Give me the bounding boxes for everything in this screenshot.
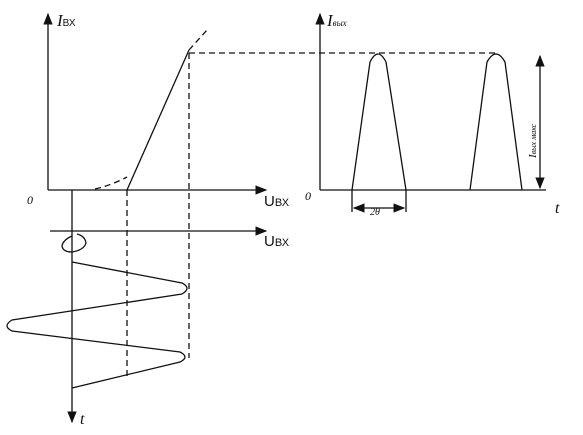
iout-label: Iвых [326, 11, 347, 30]
origin-label-left: 0 [27, 193, 33, 207]
characteristic-dashed-tail [188, 29, 208, 51]
output-pulse-1 [351, 53, 407, 191]
iin-label: IВХ [56, 11, 76, 30]
origin-label-right: 0 [305, 189, 311, 203]
uin-label-upper: UВХ [264, 193, 290, 210]
time-label-right: t [555, 200, 560, 217]
characteristic-linear-part [126, 49, 190, 191]
iout-max-label: Iвых макс [527, 123, 539, 159]
output-current-graph [315, 12, 546, 213]
input-voltage-graph [6, 53, 268, 424]
input-voltage-waveform [6, 233, 188, 389]
output-pulse-2 [469, 53, 523, 191]
time-label-lower: t [80, 411, 85, 428]
characteristic-dashed-knee [94, 176, 128, 190]
uin-label-lower: UВХ [264, 233, 290, 250]
input-characteristic [43, 12, 497, 195]
pulse-width-label: 2θ [370, 207, 380, 218]
